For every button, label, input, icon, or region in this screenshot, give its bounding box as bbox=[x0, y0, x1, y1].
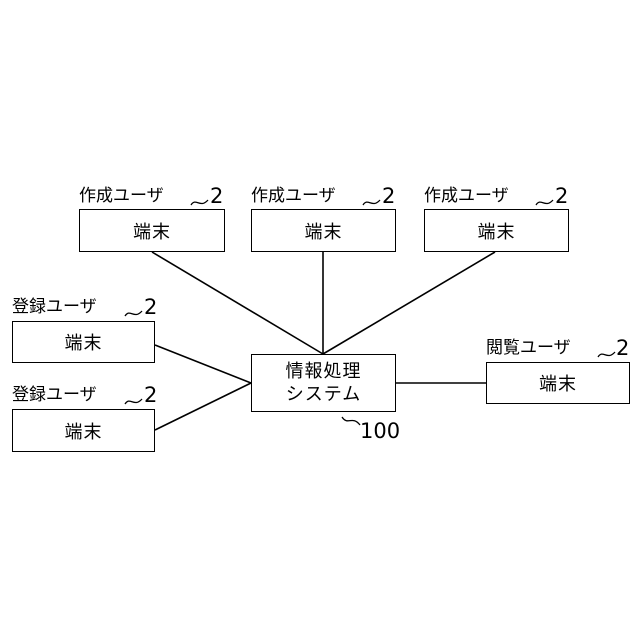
terminal-registrant-1: 端末 bbox=[12, 321, 155, 363]
ref-number-creator-1: 2 bbox=[210, 185, 223, 207]
terminal-label: 端末 bbox=[65, 329, 103, 355]
system-label-line-2: システム bbox=[286, 383, 361, 406]
ref-number-system: 100 bbox=[360, 420, 400, 442]
role-label-creator-3: 作成ユーザ bbox=[424, 186, 509, 206]
role-label-creator-1: 作成ユーザ bbox=[79, 186, 164, 206]
terminal-creator-1: 端末 bbox=[79, 209, 225, 252]
terminal-label: 端末 bbox=[65, 418, 103, 444]
terminal-label: 端末 bbox=[305, 218, 343, 244]
ref-leader-system bbox=[340, 414, 362, 430]
link-creator-3 bbox=[323, 252, 495, 354]
terminal-label: 端末 bbox=[133, 218, 171, 244]
role-label-viewer: 閲覧ユーザ bbox=[486, 338, 571, 358]
ref-leader-registrant-1 bbox=[124, 306, 144, 320]
link-registrant-2 bbox=[155, 383, 251, 430]
terminal-label: 端末 bbox=[478, 218, 516, 244]
role-label-registrant-2: 登録ユーザ bbox=[12, 385, 97, 405]
link-registrant-1 bbox=[155, 345, 251, 383]
role-label-creator-2: 作成ユーザ bbox=[251, 186, 336, 206]
ref-leader-creator-1 bbox=[190, 195, 210, 209]
terminal-registrant-2: 端末 bbox=[12, 409, 155, 452]
role-label-registrant-1: 登録ユーザ bbox=[12, 297, 97, 317]
ref-number-viewer: 2 bbox=[616, 337, 629, 359]
ref-leader-creator-3 bbox=[535, 195, 555, 209]
ref-number-creator-3: 2 bbox=[555, 185, 568, 207]
terminal-creator-2: 端末 bbox=[251, 209, 396, 252]
ref-leader-registrant-2 bbox=[124, 394, 144, 408]
ref-number-creator-2: 2 bbox=[382, 185, 395, 207]
ref-number-registrant-1: 2 bbox=[144, 296, 157, 318]
terminal-creator-3: 端末 bbox=[424, 209, 569, 252]
link-creator-1 bbox=[152, 252, 323, 354]
ref-leader-viewer bbox=[597, 347, 617, 361]
system-label-line-1: 情報処理 bbox=[286, 360, 362, 383]
information-processing-system: 情報処理 システム bbox=[251, 354, 396, 412]
ref-leader-creator-2 bbox=[362, 195, 382, 209]
terminal-viewer: 端末 bbox=[486, 362, 630, 404]
ref-number-registrant-2: 2 bbox=[144, 384, 157, 406]
terminal-label: 端末 bbox=[539, 370, 577, 396]
